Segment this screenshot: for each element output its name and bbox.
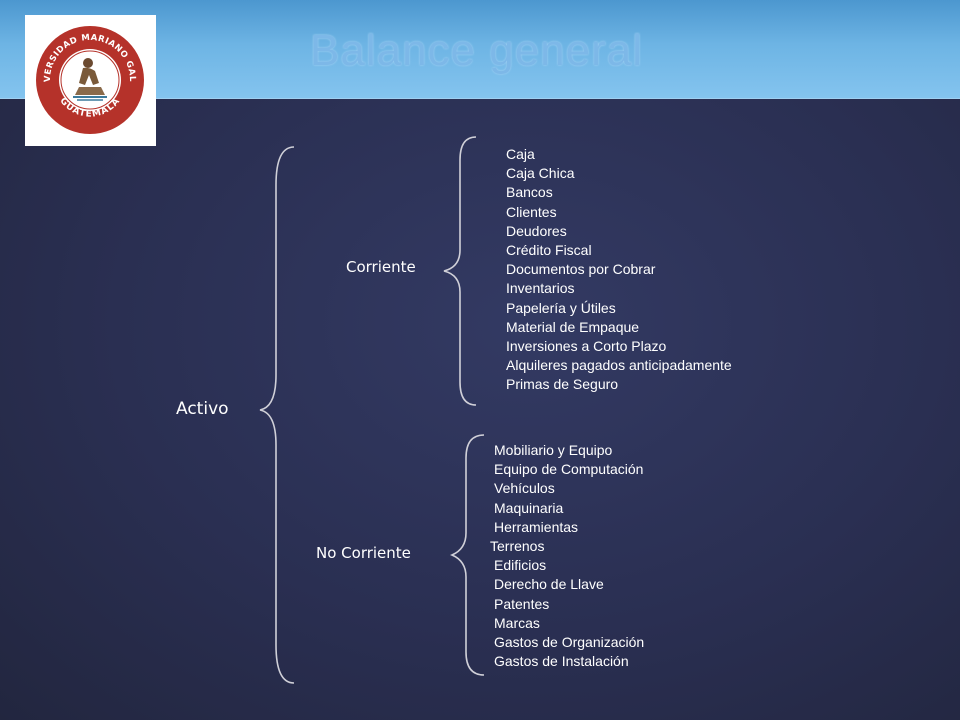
list-item: Terrenos bbox=[490, 537, 545, 554]
list-item: Mobiliario y Equipo bbox=[494, 442, 613, 458]
corriente-brace bbox=[443, 136, 477, 406]
list-item: Patentes bbox=[494, 595, 550, 612]
list-item: Documentos por Cobrar bbox=[506, 261, 656, 278]
list-item: Edificios bbox=[494, 557, 547, 574]
list-item: Caja Chica bbox=[506, 165, 575, 182]
list-item: Crédito Fiscal bbox=[506, 241, 592, 258]
list-item: Vehículos bbox=[494, 480, 555, 497]
list-item: Deudores bbox=[506, 222, 567, 239]
corriente-list: Caja Caja Chica Bancos Clientes Deudores… bbox=[506, 145, 732, 394]
slide-title: Balance general bbox=[310, 26, 644, 75]
list-item: Inversiones a Corto Plazo bbox=[506, 337, 667, 354]
university-logo: UNIVERSIDAD MARIANO GALVEZ GUATEMALA bbox=[25, 15, 156, 146]
list-item: Clientes bbox=[506, 203, 557, 220]
list-item: Bancos bbox=[506, 184, 553, 201]
list-item: Maquinaria bbox=[494, 499, 564, 516]
no-corriente-label: No Corriente bbox=[316, 544, 411, 562]
list-item: Derecho de Llave bbox=[494, 576, 604, 593]
corriente-label: Corriente bbox=[346, 258, 416, 276]
no-corriente-brace bbox=[449, 434, 485, 676]
activo-label: Activo bbox=[176, 399, 229, 419]
list-item: Gastos de Organización bbox=[494, 633, 645, 650]
list-item: Equipo de Computación bbox=[494, 461, 644, 478]
list-item: Herramientas bbox=[494, 518, 579, 535]
activo-brace bbox=[259, 146, 295, 684]
seal-icon: UNIVERSIDAD MARIANO GALVEZ GUATEMALA bbox=[33, 23, 144, 134]
list-item: Alquileres pagados anticipadamente bbox=[506, 357, 732, 374]
list-item: Primas de Seguro bbox=[506, 376, 619, 393]
list-item: Caja bbox=[506, 146, 535, 162]
list-item: Papelería y Útiles bbox=[506, 299, 616, 316]
list-item: Gastos de Instalación bbox=[494, 653, 629, 670]
list-item: Inventarios bbox=[506, 280, 575, 297]
list-item: Marcas bbox=[494, 614, 540, 631]
title-banner: Balance general bbox=[0, 0, 960, 99]
no-corriente-list: Mobiliario y Equipo Equipo de Computació… bbox=[490, 441, 645, 671]
list-item: Material de Empaque bbox=[506, 318, 640, 335]
